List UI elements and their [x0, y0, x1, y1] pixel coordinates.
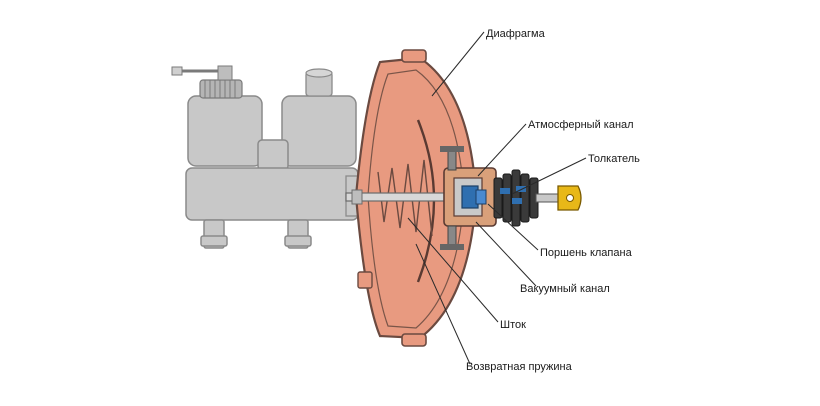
label-vacuum-channel: Вакуумный канал — [520, 283, 610, 295]
leader-lines — [407, 31, 587, 365]
master-cylinder — [185, 95, 359, 249]
label-return-spring: Возвратная пружина — [466, 361, 573, 373]
label-valve-piston: Поршень клапана — [540, 247, 633, 259]
reservoir-cap — [171, 65, 243, 99]
label-pusher: Толкатель — [588, 153, 640, 165]
valve-blue-parts — [500, 186, 526, 204]
valve-piston — [461, 185, 487, 209]
label-diaphragm: Диафрагма — [486, 28, 546, 40]
reservoir-nipple — [305, 68, 333, 97]
pusher — [535, 185, 582, 211]
label-atmospheric-channel: Атмосферный канал — [528, 119, 634, 131]
label-rod: Шток — [500, 319, 526, 331]
